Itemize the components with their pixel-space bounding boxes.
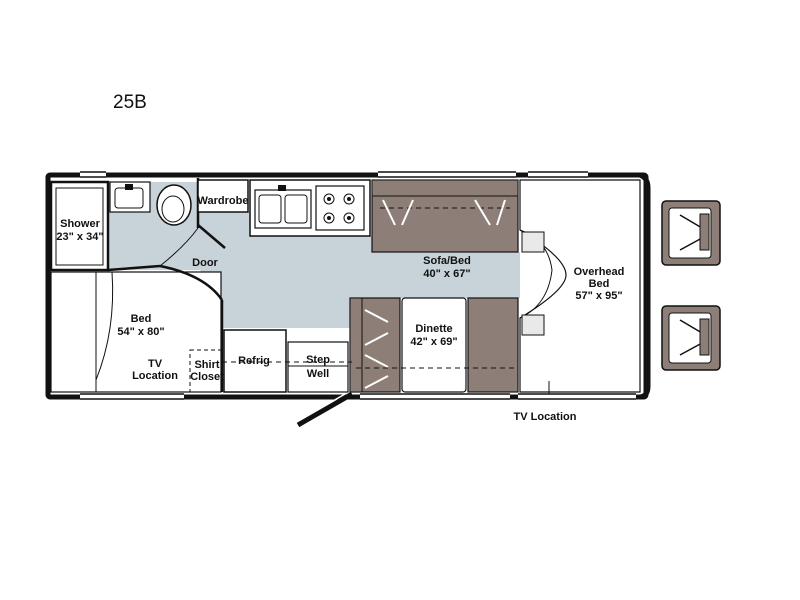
shower xyxy=(49,180,110,272)
cab-seat-passenger xyxy=(661,305,721,371)
window-top-1 xyxy=(80,172,106,178)
label-tv-rear-1: TV xyxy=(148,358,163,370)
window-bottom-2 xyxy=(360,394,510,400)
label-dinette-size: 42" x 69" xyxy=(410,336,457,348)
label-wardrobe: Wardrobe xyxy=(198,195,249,207)
label-shirt-closet-1: Shirt xyxy=(194,359,219,371)
front-seat-back-2 xyxy=(521,314,545,336)
label-shower-size: 23" x 34" xyxy=(56,231,103,243)
label-sofa-bed-size: 40" x 67" xyxy=(423,268,470,280)
label-overhead-1: Overhead xyxy=(574,266,625,278)
label-bed: Bed xyxy=(131,313,152,325)
label-door: Door xyxy=(192,257,218,269)
bath-door xyxy=(197,224,226,249)
label-shirt-closet-2: Closet xyxy=(190,371,224,383)
entry-door xyxy=(296,391,354,428)
window-top-3 xyxy=(528,172,588,178)
label-shower: Shower xyxy=(60,218,100,230)
rear-bed xyxy=(50,271,222,393)
step-well xyxy=(287,341,349,393)
label-step-1: Step xyxy=(306,354,330,366)
front-seat-back-1 xyxy=(521,231,545,253)
window-bottom-3 xyxy=(518,394,636,400)
label-tv-front: TV Location xyxy=(514,411,577,423)
label-sofa-bed: Sofa/Bed xyxy=(423,255,471,267)
dinette-bench-front xyxy=(467,297,519,393)
wardrobe xyxy=(197,179,249,213)
cab-seat-driver xyxy=(661,200,721,266)
label-dinette: Dinette xyxy=(415,323,452,335)
model-title: 25B xyxy=(113,92,147,113)
label-overhead-size: 57" x 95" xyxy=(575,290,622,302)
label-overhead-2: Bed xyxy=(589,278,610,290)
overhead-bed xyxy=(519,179,641,393)
window-bottom-1 xyxy=(80,394,184,400)
shirt-closet xyxy=(189,349,223,393)
label-refrig: Refrig xyxy=(238,355,270,367)
stove xyxy=(315,185,365,231)
label-tv-rear-2: Location xyxy=(132,370,178,382)
cab-front xyxy=(638,172,651,400)
refrigerator xyxy=(223,329,287,393)
floor-aisle xyxy=(108,182,520,328)
window-top-2 xyxy=(378,172,516,178)
label-bed-size: 54" x 80" xyxy=(117,326,164,338)
label-step-2: Well xyxy=(307,368,329,380)
